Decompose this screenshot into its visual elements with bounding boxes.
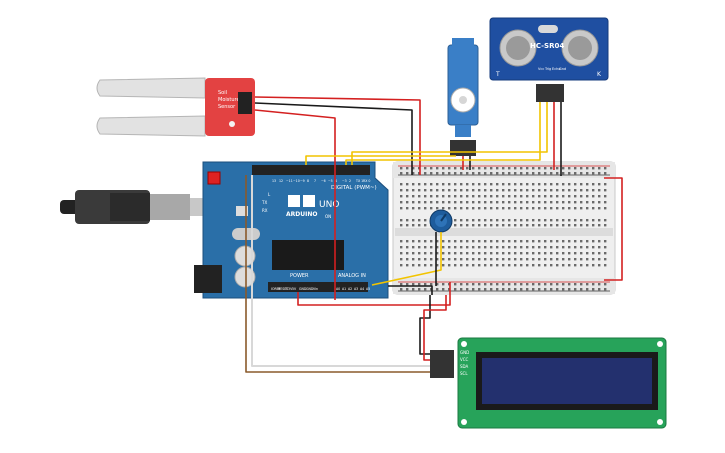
wire-us-vcc xyxy=(345,102,541,165)
sensor-corner-label: K xyxy=(597,71,602,78)
analog-label: ANALOG IN xyxy=(338,273,366,279)
digital-pin-label-9: 4 xyxy=(335,179,337,183)
wires xyxy=(245,96,623,373)
brand-label: ARDUINO xyxy=(286,211,317,218)
lcd-display: GND VCC SDA SCL xyxy=(430,337,667,429)
reset-button xyxy=(207,171,221,185)
breadboard xyxy=(392,161,616,295)
wire-lcd-brown xyxy=(245,175,430,373)
sensor-model-label: HC-SR04 xyxy=(530,42,564,50)
sensor-pin-trig: Trig xyxy=(544,67,551,71)
wire-us-trig xyxy=(351,102,548,165)
servo-motor xyxy=(447,38,479,156)
wire-lcd-red xyxy=(423,295,447,361)
model-label: UNO xyxy=(319,200,339,210)
wire-servo-yellow xyxy=(305,155,456,165)
arduino-uno-board: DIGITAL (PWM~) ARDUINO UNO POWER ANALOG … xyxy=(194,161,389,299)
analog-pin-label-3: A3 xyxy=(354,287,358,291)
analog-pin-label-4: A4 xyxy=(360,287,364,291)
digital-pin-label-7: ~6 xyxy=(321,179,326,183)
power-pin-label-3: 5V xyxy=(292,287,297,291)
wire-5v-red xyxy=(297,282,451,306)
sensor-pin-echo: Echo xyxy=(552,67,561,71)
wire-lcd-white xyxy=(251,175,430,367)
potentiometer xyxy=(429,209,453,233)
digital-pin-label-3: ~10 xyxy=(293,179,300,183)
power-pin-label-6: Vin xyxy=(313,287,318,291)
rx-label: RX xyxy=(262,208,268,213)
usb-cable xyxy=(60,190,208,224)
digital-label: DIGITAL (PWM~) xyxy=(331,185,377,191)
soil-moisture-sensor: Soil Moisture Sensor xyxy=(96,77,255,137)
power-pin-label-2: 3.3V xyxy=(285,287,293,291)
wire-soil-red xyxy=(254,96,421,175)
wire-soil-signal-red xyxy=(254,109,336,300)
soil-label-3: Sensor xyxy=(218,104,236,110)
digital-pin-label-6: 7 xyxy=(314,179,316,183)
lcd-pin-sda: SDA xyxy=(460,364,469,369)
wire-pot-yellow xyxy=(371,232,442,286)
sensor-pin-vcc: Vcc xyxy=(538,67,544,71)
soil-label-2: Moisture xyxy=(218,97,240,103)
lcd-pin-scl: SCL xyxy=(460,371,468,376)
analog-pin-label-0: A0 xyxy=(336,287,340,291)
power-label: POWER xyxy=(290,273,309,279)
lcd-pin-gnd: GND xyxy=(460,350,469,355)
tx-label: TX xyxy=(261,200,267,205)
digital-pin-label-4: ~9 xyxy=(300,179,305,183)
lcd-screen xyxy=(482,358,652,404)
power-pin-label-4: GND xyxy=(299,287,307,291)
digital-pin-label-11: 2 xyxy=(349,179,351,183)
digital-pin-label-2: ~11 xyxy=(286,179,293,183)
digital-pin-label-10: ~3 xyxy=(342,179,347,183)
ultrasonic-sensor: HC-SR04 T K Vcc Trig Echo Gnd xyxy=(489,17,609,102)
analog-pin-label-2: A2 xyxy=(348,287,352,291)
analog-pin-label-5: A5 xyxy=(366,287,370,291)
digital-header xyxy=(252,165,370,175)
wire-rail-red xyxy=(604,177,623,281)
power-jack xyxy=(194,265,222,293)
power-pin-label-0: IOREF xyxy=(271,287,281,291)
digital-pin-label-0: 13 xyxy=(272,179,276,183)
wire-soil-black xyxy=(254,102,413,175)
servo-connector xyxy=(450,140,476,156)
analog-pin-label-1: A1 xyxy=(342,287,346,291)
power-pin-label-1: RESET xyxy=(278,287,288,291)
wire-lcd-black xyxy=(419,295,431,355)
on-led-label: ON xyxy=(325,214,331,219)
sensor-pin-gnd: Gnd xyxy=(559,67,566,71)
lcd-pin-vcc: VCC xyxy=(460,357,469,362)
l-led-label: L xyxy=(268,192,271,197)
lcd-i2c-header xyxy=(430,350,454,378)
wire-gnd-black xyxy=(388,285,433,295)
digital-pin-label-5: 8 xyxy=(307,179,309,183)
digital-pin-label-1: 12 xyxy=(279,179,283,183)
bottom-header xyxy=(268,282,368,292)
sensor-header xyxy=(536,84,564,102)
sensor-left-label: T xyxy=(495,71,500,78)
power-pin-label-5: GND xyxy=(306,287,314,291)
digital-pin-label-13: RX 0 xyxy=(363,179,370,183)
digital-pin-label-8: ~5 xyxy=(328,179,333,183)
atmega-chip xyxy=(272,240,344,270)
soil-label-1: Soil xyxy=(218,90,227,96)
digital-pin-label-12: TX 1 xyxy=(355,179,363,183)
